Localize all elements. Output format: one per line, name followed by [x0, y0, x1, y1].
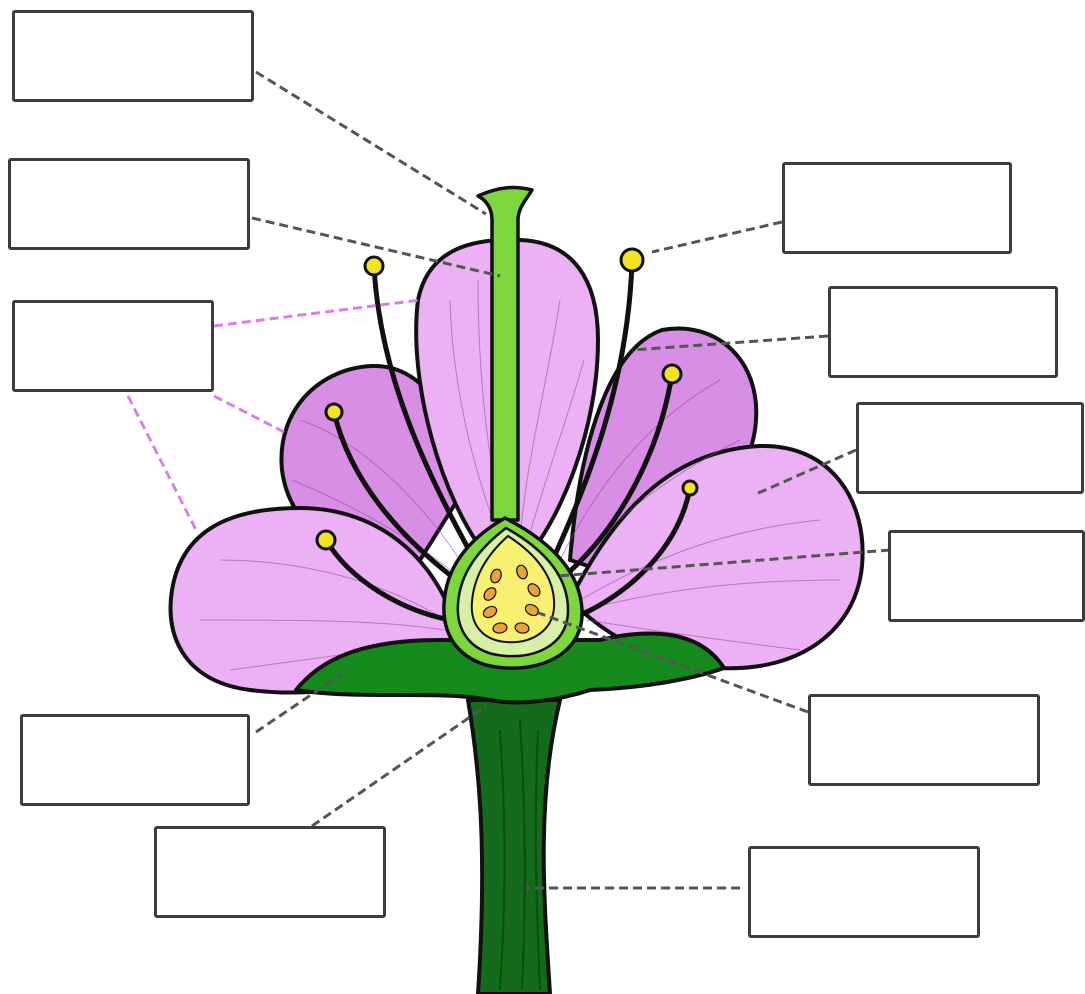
label-box-lower-left[interactable] [20, 714, 250, 806]
anther [317, 531, 335, 549]
anther [621, 249, 643, 271]
label-box-top-right[interactable] [782, 162, 1012, 254]
label-box-right-4[interactable] [888, 530, 1085, 622]
label-box-bottom-right[interactable] [748, 846, 980, 938]
anther [683, 481, 697, 495]
leader-line [214, 396, 284, 432]
label-box-bottom-left[interactable] [154, 826, 386, 918]
leader-line [312, 706, 486, 826]
leader-line [652, 222, 782, 252]
anther [365, 257, 383, 275]
anther [663, 365, 681, 383]
label-box-petal-left[interactable] [12, 300, 214, 392]
anther [326, 404, 342, 420]
label-box-right-2[interactable] [828, 286, 1058, 378]
leader-line [256, 72, 486, 214]
label-box-upper-left[interactable] [8, 158, 250, 250]
leader-line [214, 300, 420, 326]
label-box-right-5[interactable] [808, 694, 1040, 786]
leader-line [128, 396, 196, 530]
stem [468, 700, 560, 994]
label-box-top-left[interactable] [12, 10, 254, 102]
label-box-right-3[interactable] [856, 402, 1084, 494]
